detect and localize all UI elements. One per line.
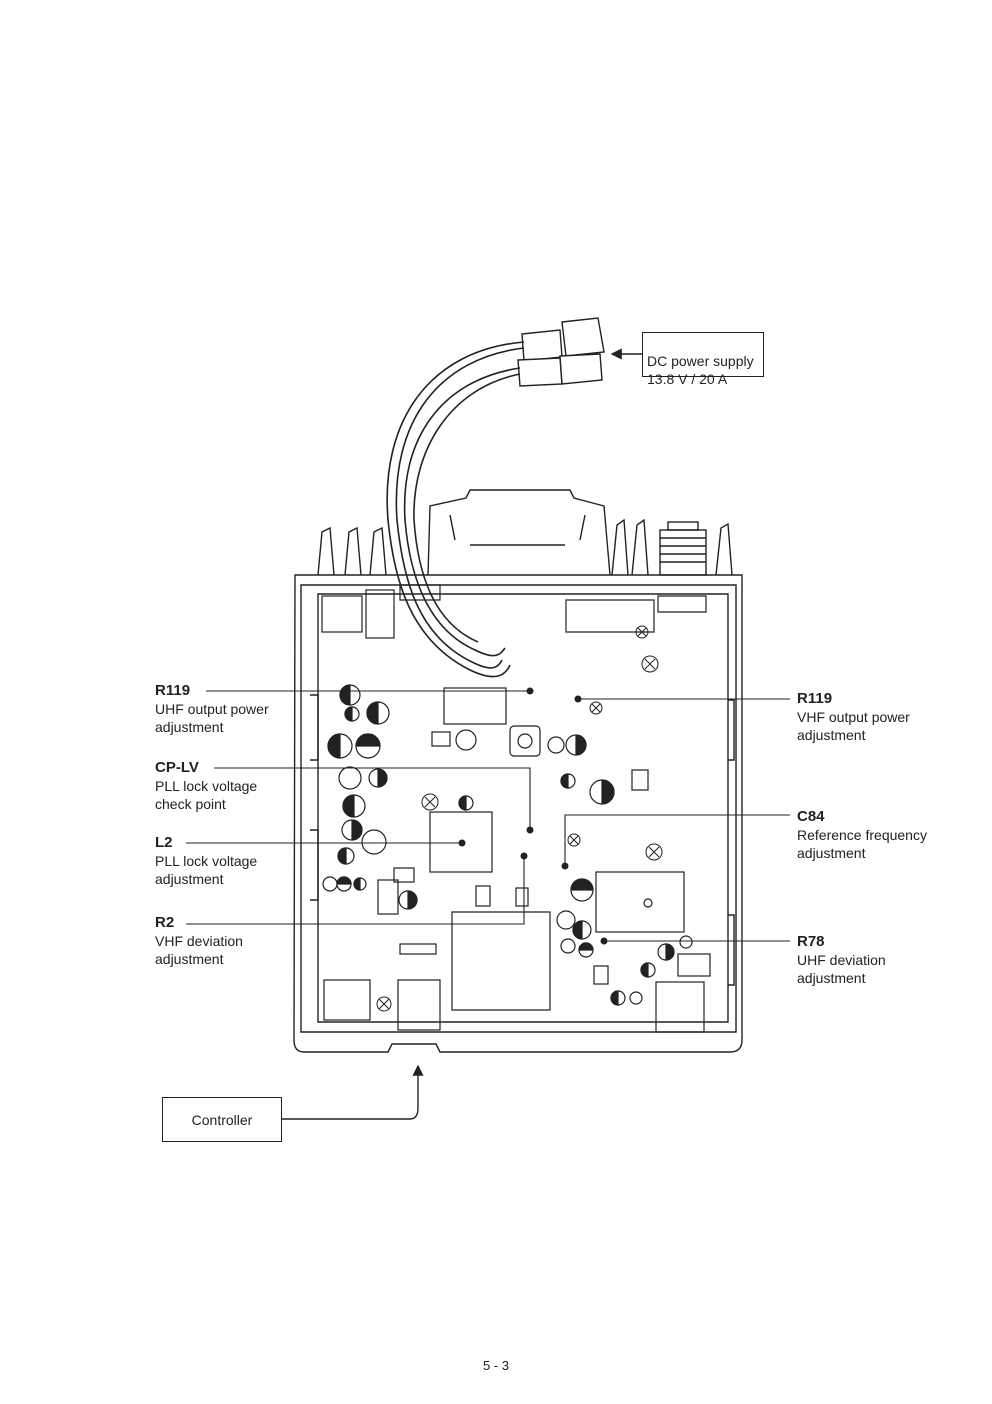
callout-desc: VHF deviation adjustment bbox=[155, 933, 243, 967]
callout-r2: R2 VHF deviation adjustment bbox=[155, 914, 243, 968]
top-module bbox=[427, 489, 611, 576]
callout-ref: R119 bbox=[797, 690, 833, 707]
callout-cp-lv: CP-LV PLL lock voltage check point bbox=[155, 759, 257, 813]
power-cable bbox=[386, 341, 525, 678]
dc-power-supply-label: DC power supply 13.8 V / 20 A bbox=[647, 353, 754, 387]
callout-r78: R78 UHF deviation adjustment bbox=[797, 933, 886, 987]
controller-box: Controller bbox=[162, 1097, 282, 1142]
pcb-components bbox=[321, 584, 711, 1033]
controller-arrow bbox=[282, 1064, 424, 1120]
callout-desc: VHF output power adjustment bbox=[797, 709, 910, 743]
callout-desc: UHF output power adjustment bbox=[155, 701, 269, 735]
callout-r119-uhf: R119 UHF output power adjustment bbox=[155, 682, 269, 736]
screws bbox=[376, 625, 663, 1012]
callout-ref: C84 bbox=[797, 808, 825, 825]
capacitors bbox=[322, 684, 693, 1006]
callout-desc: PLL lock voltage adjustment bbox=[155, 853, 258, 887]
callout-ref: R78 bbox=[797, 933, 825, 950]
page-number: 5 - 3 bbox=[482, 1358, 509, 1373]
callout-ref: L2 bbox=[155, 834, 173, 851]
dc-connector bbox=[517, 317, 605, 387]
dc-power-supply-box: DC power supply 13.8 V / 20 A bbox=[642, 332, 764, 387]
callout-ref: CP-LV bbox=[155, 759, 199, 776]
callout-l2: L2 PLL lock voltage adjustment bbox=[155, 834, 257, 888]
heat-sink-fins bbox=[317, 518, 733, 576]
antenna-connector bbox=[659, 521, 707, 576]
callout-desc: Reference frequency adjustment bbox=[797, 827, 927, 861]
test-points bbox=[458, 687, 608, 945]
leader-lines bbox=[186, 690, 790, 942]
callout-ref: R119 bbox=[155, 682, 191, 699]
callout-desc: PLL lock voltage check point bbox=[155, 778, 258, 812]
controller-label: Controller bbox=[191, 1112, 253, 1128]
callout-r119-vhf: R119 VHF output power adjustment bbox=[797, 690, 910, 744]
callout-c84: C84 Reference frequency adjustment bbox=[797, 808, 927, 862]
callout-desc: UHF deviation adjustment bbox=[797, 952, 886, 986]
callout-ref: R2 bbox=[155, 914, 175, 931]
chassis bbox=[293, 574, 743, 1053]
